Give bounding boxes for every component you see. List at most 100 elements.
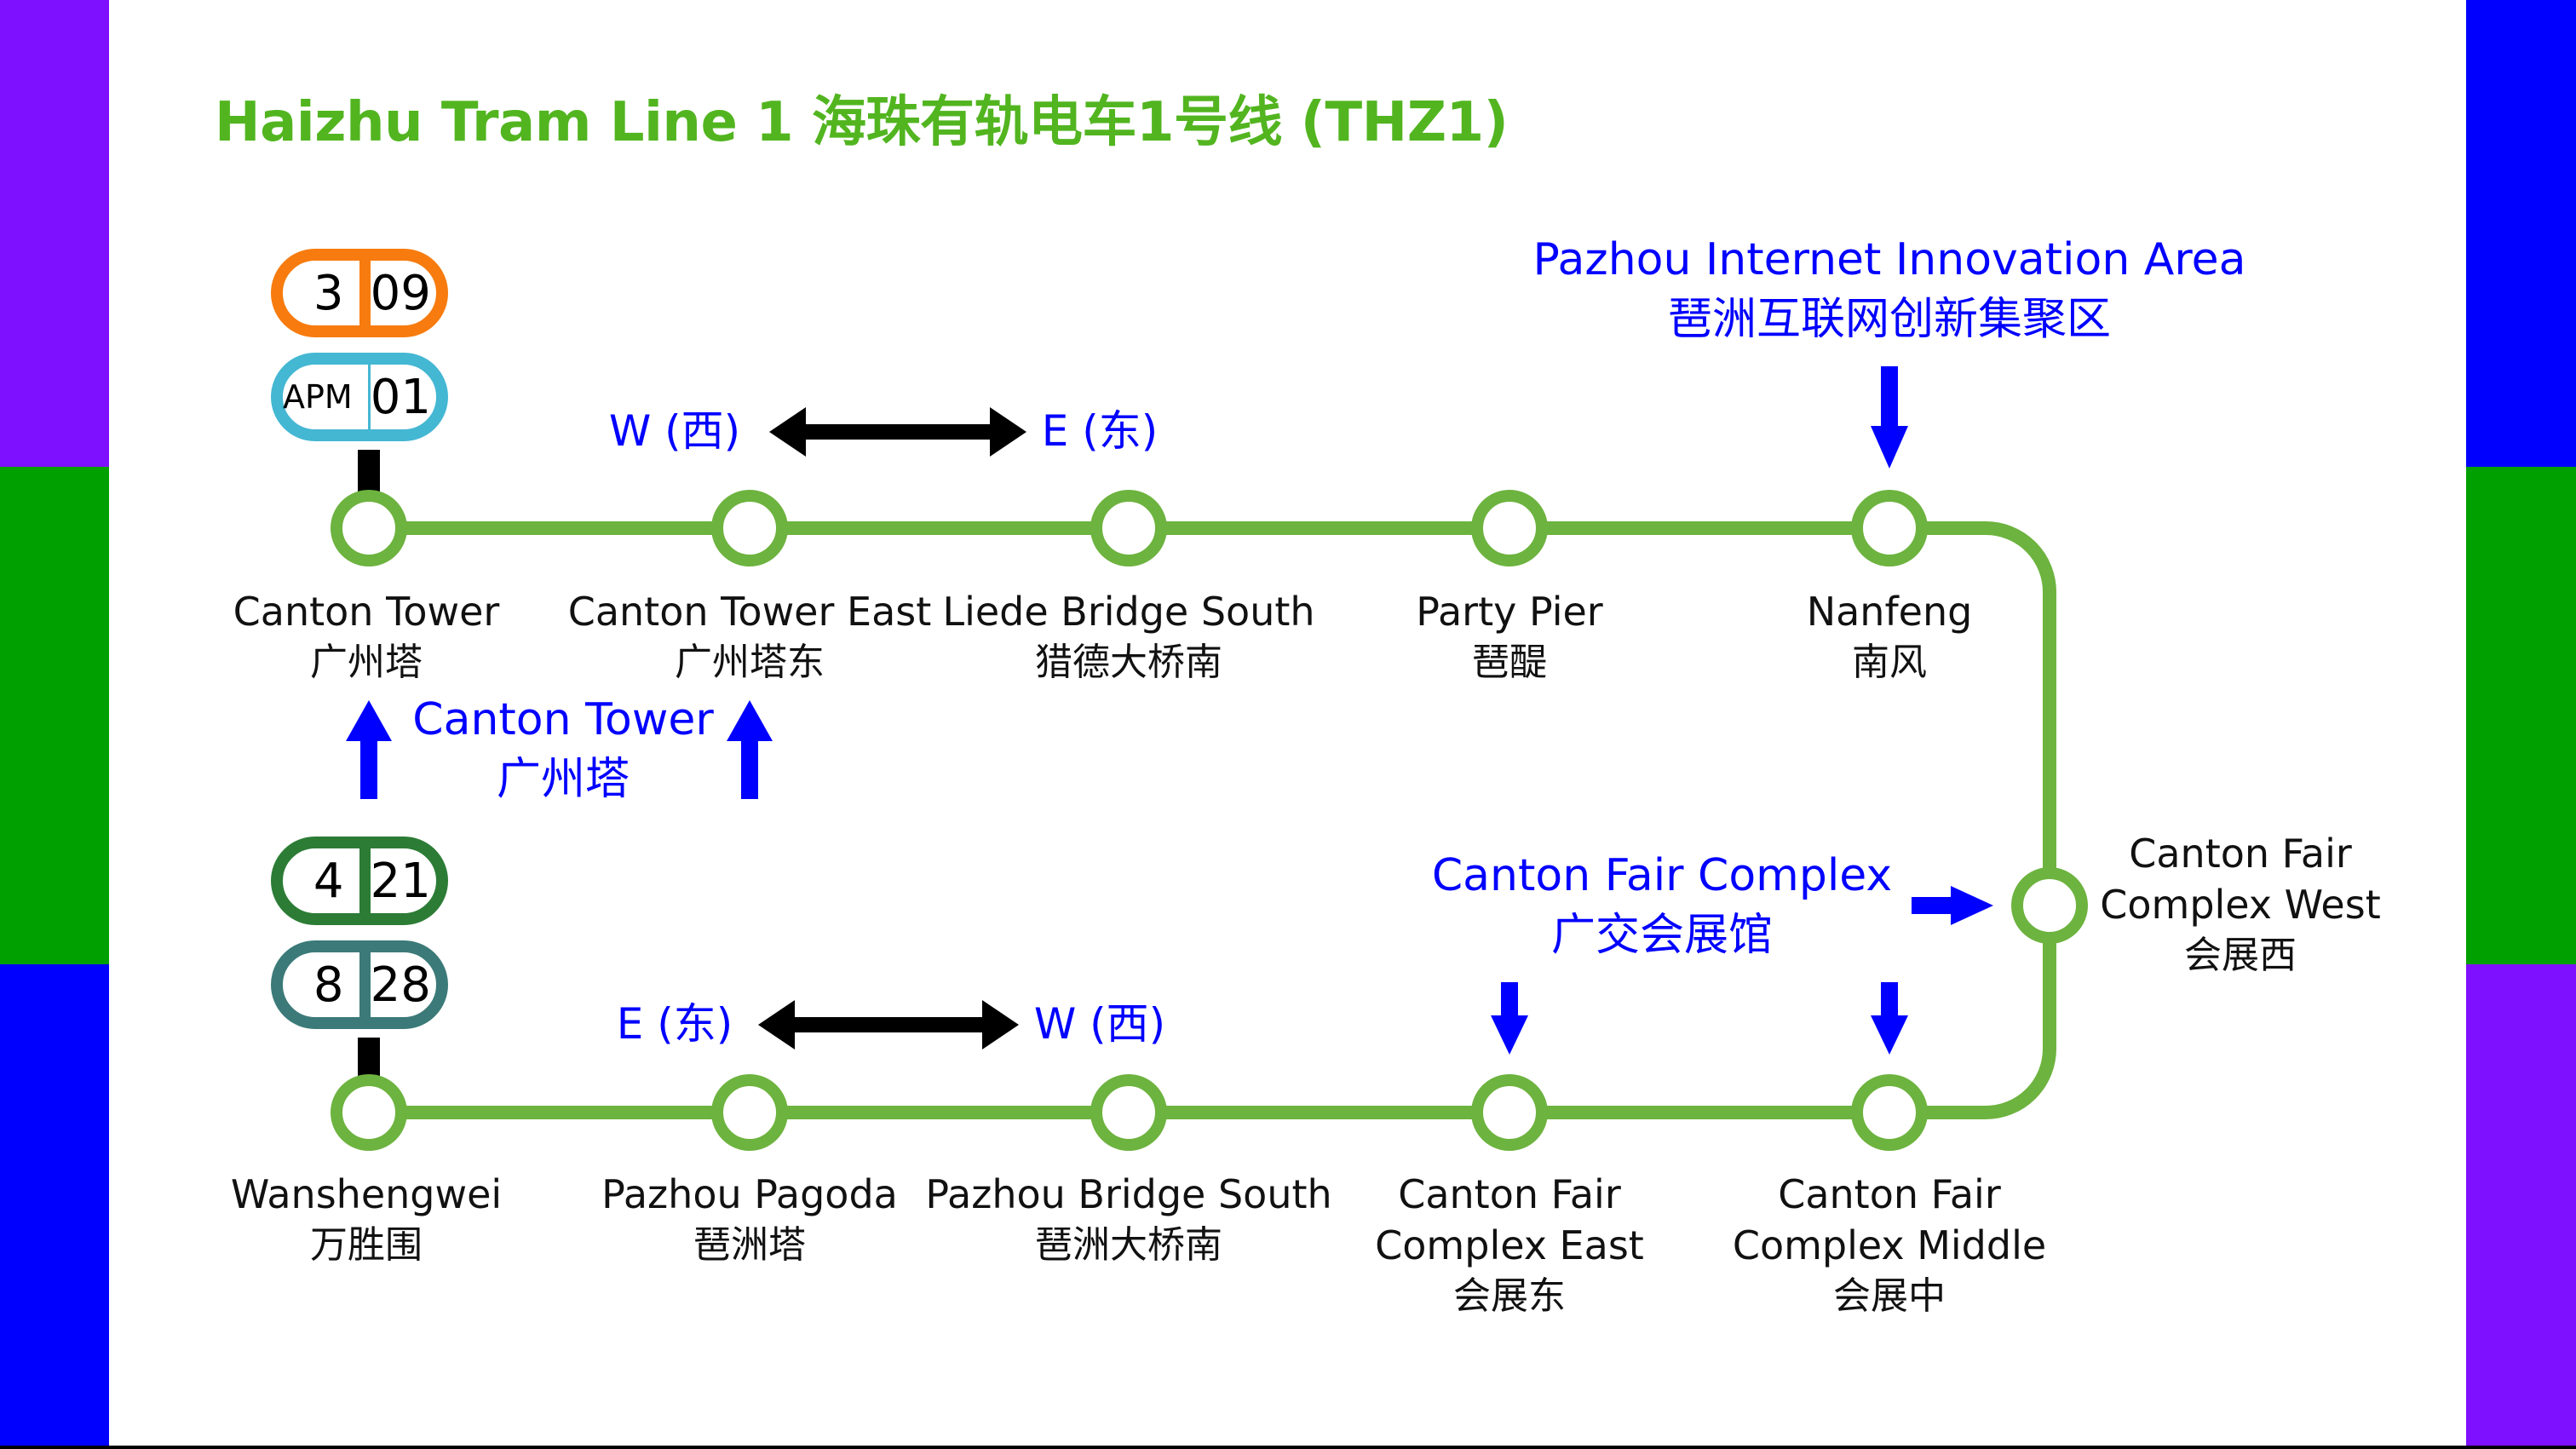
badge-line-number: 8	[313, 957, 344, 1013]
station-label-nanfeng[interactable]: Nanfeng 南风	[1807, 586, 1973, 688]
direction-arrow-upper	[769, 407, 1026, 457]
station-marker-canton-fair-complex-middle[interactable]	[1851, 1074, 1928, 1151]
station-name-en-line2: Complex West	[2100, 882, 2381, 928]
left-bar-green	[0, 467, 109, 964]
arrow-up-icon	[346, 700, 392, 741]
station-label-liede-bridge-south[interactable]: Liede Bridge South 猎德大桥南	[942, 586, 1314, 688]
direction-upper-east: E (东)	[1041, 406, 1159, 456]
left-bar-purple	[0, 0, 109, 467]
station-name-en: Pazhou Bridge South	[925, 1171, 1332, 1217]
station-label-pazhou-bridge-south[interactable]: Pazhou Bridge South 琶洲大桥南	[925, 1169, 1331, 1271]
badge-line-number: 3	[313, 265, 344, 321]
arrow-right-icon	[1951, 886, 1993, 925]
station-name-en-line2: Complex Middle	[1732, 1222, 2047, 1268]
direction-upper-west: W (西)	[608, 406, 741, 456]
station-name-zh: 会展中	[1833, 1274, 1946, 1318]
right-bar-blue	[2466, 0, 2576, 467]
right-color-bar	[2466, 0, 2576, 1446]
station-name-zh: 广州塔	[310, 641, 423, 684]
station-marker-liede-bridge-south[interactable]	[1090, 490, 1167, 566]
station-name-zh: 万胜围	[310, 1223, 423, 1267]
direction-arrow-lower	[758, 1000, 1019, 1049]
arrow-up-icon	[727, 700, 773, 741]
station-label-canton-fair-complex-middle[interactable]: Canton Fair Complex Middle 会展中	[1733, 1169, 2046, 1322]
station-marker-canton-fair-complex-east[interactable]	[1471, 1074, 1548, 1151]
tram-line-path	[369, 521, 2056, 1119]
station-label-pazhou-pagoda[interactable]: Pazhou Pagoda 琶洲塔	[601, 1169, 898, 1271]
canton-fair-arrow-west	[1912, 886, 1993, 925]
double-arrow-icon	[769, 407, 1026, 457]
station-marker-pazhou-pagoda[interactable]	[711, 1074, 788, 1151]
badge-divider	[359, 952, 371, 1017]
pazhou-area-arrow	[1871, 366, 1908, 469]
annotation-zh: 琶洲互联网创新集聚区	[1667, 294, 2112, 345]
station-marker-canton-tower-east[interactable]	[711, 490, 788, 566]
canton-tower-arrow-right	[727, 700, 773, 799]
canton-fair-arrow-middle	[1871, 982, 1908, 1055]
arrow-down-icon	[1871, 1015, 1908, 1055]
station-name-en: Nanfeng	[1806, 589, 1973, 635]
station-marker-pazhou-bridge-south[interactable]	[1090, 1074, 1167, 1151]
station-label-wanshengwei[interactable]: Wanshengwei 万胜围	[231, 1169, 502, 1271]
station-name-zh: 琶洲塔	[693, 1223, 806, 1267]
station-marker-wanshengwei[interactable]	[331, 1074, 407, 1151]
station-marker-canton-fair-complex-west[interactable]	[2011, 867, 2088, 944]
station-name-zh: 南风	[1851, 641, 1927, 684]
station-label-canton-fair-complex-east[interactable]: Canton Fair Complex East 会展东	[1375, 1169, 1644, 1322]
badge-station-code: 01	[370, 369, 431, 425]
arrow-down-icon	[1871, 426, 1908, 469]
annotation-en: Pazhou Internet Innovation Area	[1532, 234, 2246, 285]
annotation-en: Canton Fair Complex	[1431, 850, 1893, 901]
right-bar-purple	[2466, 964, 2576, 1446]
badge-station-code: 21	[370, 853, 431, 909]
station-name-en: Liede Bridge South	[942, 589, 1315, 635]
station-marker-canton-tower[interactable]	[331, 490, 407, 566]
annotation-canton-fair-complex: Canton Fair Complex 广交会展馆	[1432, 846, 1892, 965]
direction-lower-west: W (西)	[1033, 999, 1166, 1049]
station-name-en-line1: Canton Fair	[1398, 1171, 1621, 1217]
station-marker-party-pier[interactable]	[1471, 490, 1548, 566]
station-label-canton-tower[interactable]: Canton Tower 广州塔	[233, 586, 500, 688]
left-color-bar	[0, 0, 109, 1446]
stations-upper	[331, 490, 1928, 566]
transfer-badge-line-4[interactable]: 4 21	[271, 837, 448, 925]
badge-divider	[359, 848, 371, 913]
annotation-zh: 广交会展馆	[1550, 910, 1774, 961]
station-name-en: Canton Tower East	[567, 589, 932, 635]
station-name-en-line1: Canton Fair	[1778, 1171, 2001, 1217]
station-name-en-line2: Complex East	[1375, 1222, 1644, 1268]
page-title: Haizhu Tram Line 1 海珠有轨电车1号线 (THZ1)	[215, 91, 1509, 154]
annotation-zh: 广州塔	[496, 754, 630, 805]
station-label-canton-fair-complex-west[interactable]: Canton Fair Complex West 会展西	[2100, 828, 2380, 981]
badge-station-code: 28	[370, 957, 431, 1013]
right-bar-green	[2466, 467, 2576, 964]
station-name-zh: 猎德大桥南	[1035, 641, 1222, 684]
canton-fair-arrow-east	[1491, 982, 1528, 1055]
station-label-canton-tower-east[interactable]: Canton Tower East 广州塔东	[568, 586, 932, 688]
annotation-en: Canton Tower	[412, 694, 714, 745]
station-name-zh: 琶醍	[1471, 641, 1547, 684]
transfer-badge-line-3[interactable]: 3 09	[271, 249, 448, 337]
stations-lower	[331, 1074, 1928, 1151]
station-name-en-line1: Canton Fair	[2129, 831, 2352, 877]
station-name-zh: 琶洲大桥南	[1035, 1223, 1222, 1267]
station-label-party-pier[interactable]: Party Pier 琶醍	[1416, 586, 1602, 688]
station-name-zh: 广州塔东	[675, 641, 825, 684]
badge-divider	[367, 365, 371, 429]
annotation-canton-tower: Canton Tower 广州塔	[412, 690, 713, 809]
badge-line-number: APM	[283, 378, 353, 416]
double-arrow-icon	[758, 1000, 1019, 1049]
transfer-badge-line-8[interactable]: 8 28	[271, 940, 448, 1029]
annotation-pazhou-area: Pazhou Internet Innovation Area 琶洲互联网创新集…	[1533, 230, 2246, 349]
transfer-badge-line-apm[interactable]: APM 01	[271, 353, 448, 441]
bottom-rule	[0, 1446, 2576, 1449]
left-bar-blue	[0, 964, 109, 1446]
station-marker-nanfeng[interactable]	[1851, 490, 1928, 566]
station-name-zh: 会展东	[1453, 1274, 1566, 1318]
arrow-down-icon	[1491, 1015, 1528, 1055]
badge-station-code: 09	[370, 265, 431, 321]
station-name-zh: 会展西	[2183, 934, 2297, 977]
station-name-en: Party Pier	[1416, 589, 1603, 635]
direction-lower-east: E (东)	[616, 999, 733, 1049]
